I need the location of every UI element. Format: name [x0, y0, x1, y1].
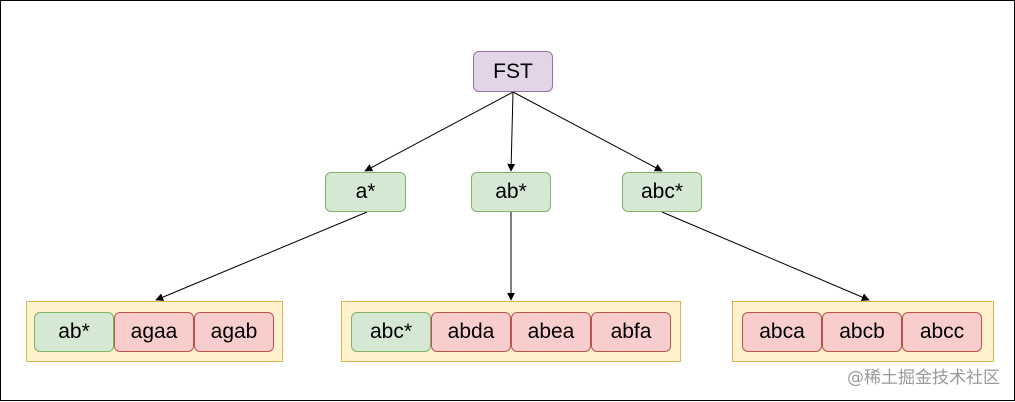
term-cell: abfa — [591, 312, 671, 352]
child-node-ab-star: ab* — [471, 172, 551, 212]
term-cell: ab* — [34, 312, 114, 352]
edge-abc-to-group-3 — [661, 211, 870, 301]
term-group-3: abca abcb abcc — [732, 301, 994, 362]
term-group-2: abc* abda abea abfa — [341, 301, 681, 362]
term-cell: abc* — [351, 312, 431, 352]
edge-fst-to-abc — [512, 91, 663, 172]
term-cell: abcb — [822, 312, 902, 352]
edge-fst-to-ab — [507, 91, 516, 172]
term-cell: agaa — [114, 312, 194, 352]
term-cell: abcc — [902, 312, 982, 352]
child-node-a-star: a* — [325, 172, 406, 212]
edge-fst-to-a — [364, 91, 514, 172]
term-group-1: ab* agaa agab — [26, 301, 283, 362]
watermark-text: @稀土掘金技术社区 — [847, 368, 1000, 388]
term-cell: abda — [431, 312, 511, 352]
root-node-fst: FST — [473, 51, 553, 92]
term-cell: abea — [511, 312, 591, 352]
edge-a-to-group-1 — [155, 211, 368, 301]
term-cell: abca — [742, 312, 822, 352]
term-cell: agab — [194, 312, 274, 352]
child-node-abc-star: abc* — [622, 172, 702, 212]
